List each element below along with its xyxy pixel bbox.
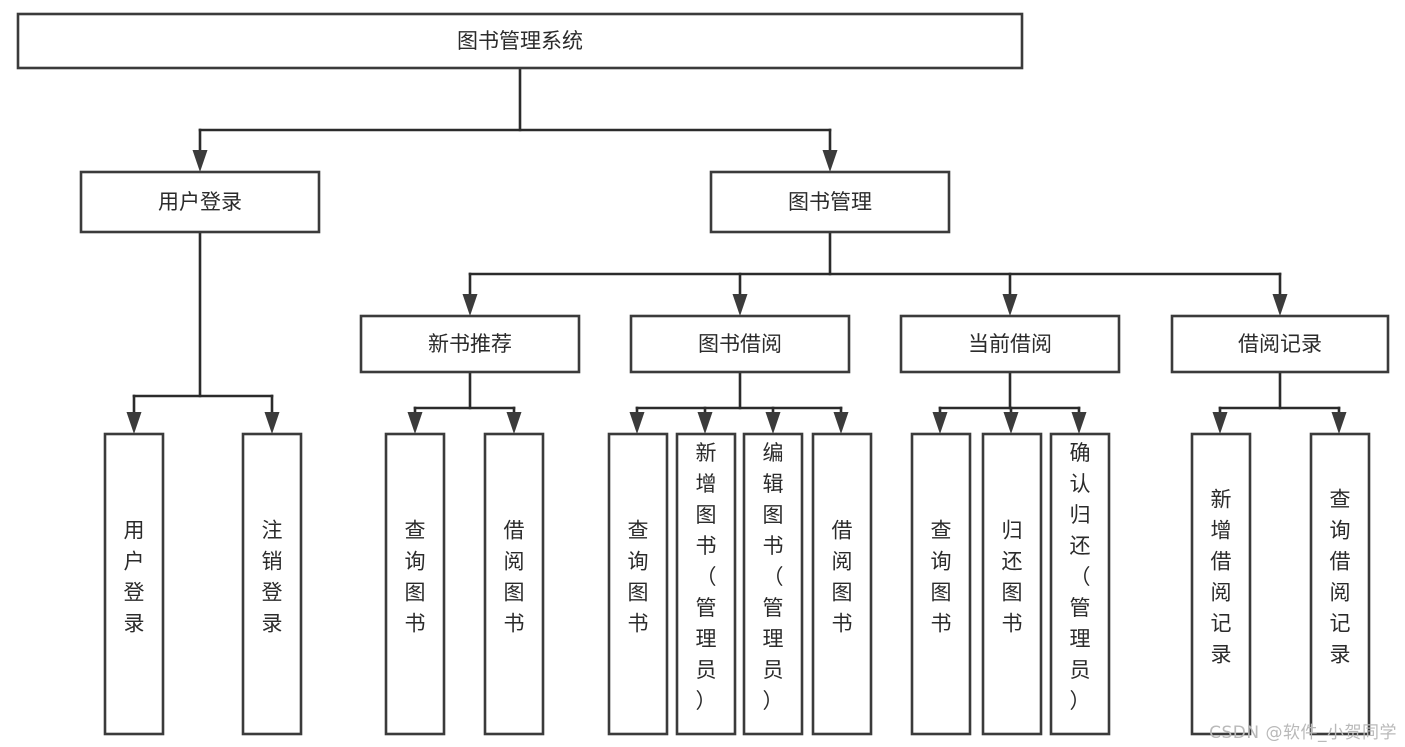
leaf-label: 查询图书 [405, 519, 426, 636]
leaf-node[interactable]: 借阅图书 [811, 432, 873, 736]
leaf-label: 归还图书 [1002, 519, 1023, 636]
leaf-node[interactable]: 编辑图书（管理员） [742, 432, 804, 736]
leaf-box[interactable] [384, 432, 446, 736]
connector-group [407, 370, 522, 434]
connector-group [932, 370, 1087, 434]
level3-box[interactable] [629, 314, 851, 374]
leaf-node[interactable]: 查询借阅记录 [1309, 432, 1371, 736]
leaf-label: 新增图书（管理员） [696, 441, 717, 713]
node-boxes-layer: 图书管理系统用户登录图书管理新书推荐图书借阅当前借阅借阅记录用户登录注销登录查询… [16, 12, 1390, 736]
leaf-box[interactable] [1049, 432, 1111, 736]
level3-label: 借阅记录 [1238, 332, 1322, 356]
leaf-box[interactable] [1190, 432, 1252, 736]
leaf-box[interactable] [1309, 432, 1371, 736]
leaf-node[interactable]: 用户登录 [103, 432, 165, 736]
leaf-node[interactable]: 确认归还（管理员） [1049, 432, 1111, 736]
leaf-label: 查询图书 [931, 519, 952, 636]
leaf-box[interactable] [241, 432, 303, 736]
leaf-box[interactable] [607, 432, 669, 736]
leaf-label: 编辑图书（管理员） [763, 441, 784, 713]
level2-node[interactable]: 图书管理 [709, 170, 951, 234]
connector-group [126, 230, 280, 434]
arrowhead-icon [629, 412, 645, 434]
connector-group [192, 66, 838, 172]
leaf-node[interactable]: 注销登录 [241, 432, 303, 736]
arrowhead-icon [932, 412, 948, 434]
level3-label: 图书借阅 [698, 332, 782, 356]
root-label: 图书管理系统 [457, 29, 583, 53]
arrowhead-icon [1002, 294, 1018, 316]
connector-edges-layer [126, 66, 1347, 434]
leaf-label: 确认归还（管理员） [1070, 441, 1091, 713]
leaf-box[interactable] [910, 432, 972, 736]
arrowhead-icon [822, 150, 838, 172]
level2-box[interactable] [709, 170, 951, 234]
arrowhead-icon [1331, 412, 1347, 434]
connector-group [462, 230, 1288, 316]
leaf-label: 新增借阅记录 [1211, 488, 1232, 667]
arrowhead-icon [407, 412, 423, 434]
leaf-node[interactable]: 借阅图书 [483, 432, 545, 736]
arrowhead-icon [506, 412, 522, 434]
arrowhead-icon [1212, 412, 1228, 434]
level3-node[interactable]: 新书推荐 [359, 314, 581, 374]
leaf-node[interactable]: 归还图书 [981, 432, 1043, 736]
leaf-box[interactable] [981, 432, 1043, 736]
level3-node[interactable]: 借阅记录 [1170, 314, 1390, 374]
leaf-node[interactable]: 查询图书 [910, 432, 972, 736]
leaf-box[interactable] [675, 432, 737, 736]
arrowhead-icon [732, 294, 748, 316]
arrowhead-icon [697, 412, 713, 434]
arrowhead-icon [833, 412, 849, 434]
leaf-label: 查询图书 [628, 519, 649, 636]
leaf-label: 查询借阅记录 [1330, 488, 1351, 667]
arrowhead-icon [1071, 412, 1087, 434]
level3-label: 当前借阅 [968, 332, 1052, 356]
arrowhead-icon [1272, 294, 1288, 316]
leaf-box[interactable] [811, 432, 873, 736]
arrowhead-icon [126, 412, 142, 434]
leaf-box[interactable] [742, 432, 804, 736]
arrowhead-icon [264, 412, 280, 434]
level3-box[interactable] [1170, 314, 1390, 374]
arrowhead-icon [192, 150, 208, 172]
level3-label: 新书推荐 [428, 332, 512, 356]
csdn-watermark: CSDN @软件_小贺同学 [1209, 723, 1397, 743]
leaf-box[interactable] [103, 432, 165, 736]
level3-node[interactable]: 当前借阅 [899, 314, 1121, 374]
root-node[interactable]: 图书管理系统 [16, 12, 1024, 70]
level3-box[interactable] [899, 314, 1121, 374]
leaf-node[interactable]: 查询图书 [384, 432, 446, 736]
level2-label: 用户登录 [158, 190, 242, 214]
connector-group [629, 370, 849, 434]
level2-label: 图书管理 [788, 190, 872, 214]
leaf-node[interactable]: 查询图书 [607, 432, 669, 736]
level2-node[interactable]: 用户登录 [79, 170, 321, 234]
level3-box[interactable] [359, 314, 581, 374]
leaf-label: 借阅图书 [504, 519, 525, 636]
leaf-label: 注销登录 [262, 519, 283, 636]
level3-node[interactable]: 图书借阅 [629, 314, 851, 374]
level2-box[interactable] [79, 170, 321, 234]
root-box[interactable] [16, 12, 1024, 70]
leaf-label: 借阅图书 [832, 519, 853, 636]
leaf-label: 用户登录 [124, 519, 145, 636]
connector-group [1212, 370, 1347, 434]
arrowhead-icon [765, 412, 781, 434]
leaf-box[interactable] [483, 432, 545, 736]
arrowhead-icon [1003, 412, 1019, 434]
leaf-node[interactable]: 新增借阅记录 [1190, 432, 1252, 736]
leaf-node[interactable]: 新增图书（管理员） [675, 432, 737, 736]
arrowhead-icon [462, 294, 478, 316]
